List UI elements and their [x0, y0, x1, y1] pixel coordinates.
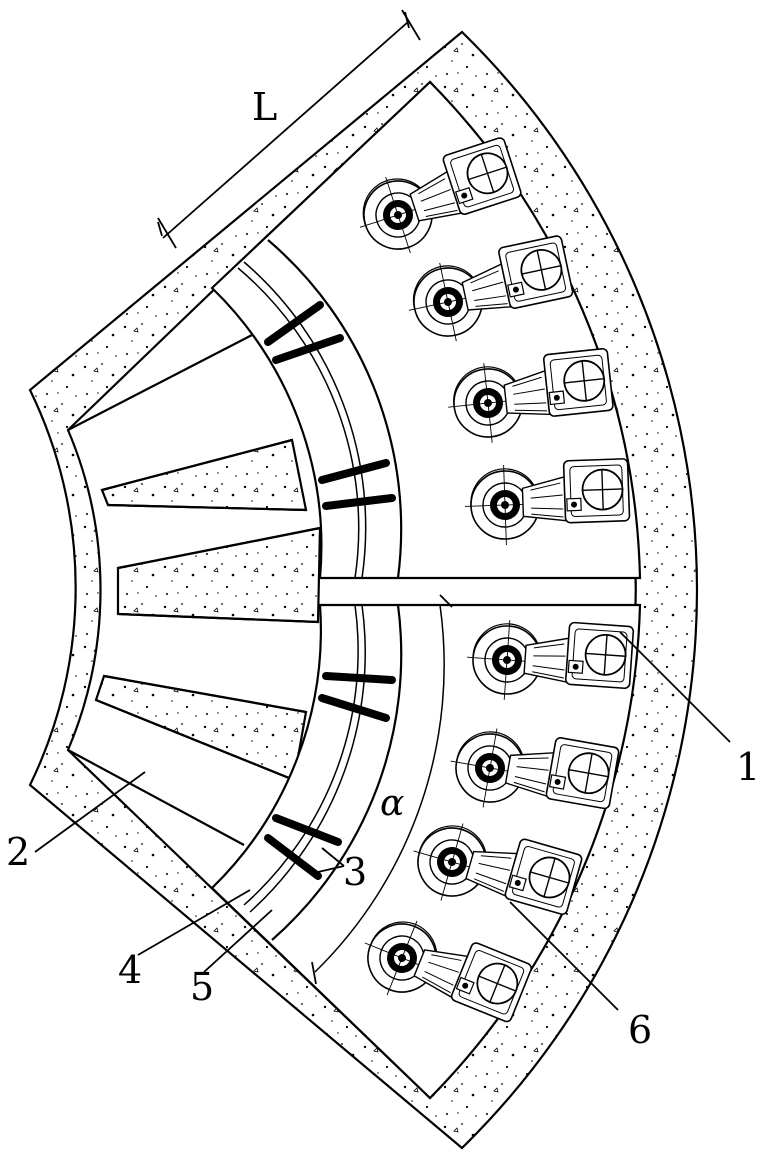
angle-tick-bottom — [311, 961, 317, 985]
lining-arcs — [237, 239, 445, 973]
upper-chamber — [210, 80, 642, 580]
label-part-3: 3 — [343, 850, 367, 894]
label-part-5: 5 — [190, 965, 214, 1009]
label-part-1: 1 — [736, 745, 760, 789]
leader-lines — [34, 631, 731, 1011]
label-length: L — [252, 85, 277, 129]
radial-strips — [67, 334, 322, 846]
label-part-2: 2 — [6, 830, 30, 874]
anchor-rods — [264, 301, 396, 880]
dimension-L — [157, 9, 421, 249]
angle-tick-top — [439, 594, 453, 608]
label-part-6: 6 — [628, 1008, 652, 1052]
label-angle: α — [380, 783, 404, 824]
label-part-4: 4 — [118, 948, 142, 992]
